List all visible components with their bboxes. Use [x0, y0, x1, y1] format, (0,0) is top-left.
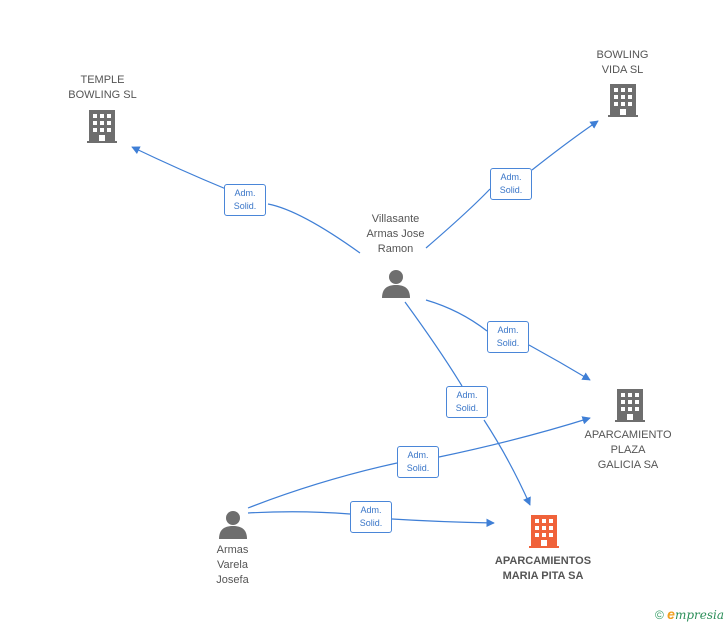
person-icon [382, 270, 410, 298]
person-icon [219, 511, 247, 539]
copyright-icon: © [654, 608, 664, 622]
edge-line [247, 462, 398, 509]
edge-label-adm-solid: Adm. Solid. [350, 501, 392, 533]
edge-line [425, 299, 488, 332]
edge-label-adm-solid: Adm. Solid. [446, 386, 488, 418]
node-label-aparcamiento-plaza: APARCAMIENTO PLAZA GALICIA SA [584, 429, 672, 471]
node-label-bowling-vida: BOWLING VIDA SL [596, 49, 649, 76]
edge-line [247, 511, 351, 515]
brand-name: mpresia [674, 608, 724, 622]
edge-line [483, 419, 531, 506]
edge-line [531, 120, 599, 171]
edge-label-adm-solid: Adm. Solid. [397, 446, 439, 478]
edge-line [267, 203, 361, 254]
edge-line [391, 518, 495, 528]
node-label-temple-bowling: TEMPLE BOWLING SL [68, 74, 137, 101]
node-label-aparcamientos-maria-pita: APARCAMIENTOS MARIA PITA SA [494, 555, 592, 582]
edge-line [528, 344, 591, 381]
edge-label-adm-solid: Adm. Solid. [487, 321, 529, 353]
building-icon [87, 110, 117, 143]
building-icon [529, 515, 559, 548]
node-label-villasante: Villasante Armas Jose Ramon [366, 213, 425, 255]
edge-line [438, 416, 591, 458]
edge-label-adm-solid: Adm. Solid. [490, 168, 532, 200]
brand-logo-e: e [667, 606, 675, 622]
edge-line [404, 301, 463, 387]
edge-label-adm-solid: Adm. Solid. [224, 184, 266, 216]
edge-line [131, 146, 227, 190]
node-label-armas-varela: Armas Varela Josefa [216, 544, 249, 586]
building-icon [608, 84, 638, 117]
edge-line [425, 188, 491, 249]
footer-brand: © empresia [655, 606, 724, 622]
building-icon [615, 389, 645, 422]
